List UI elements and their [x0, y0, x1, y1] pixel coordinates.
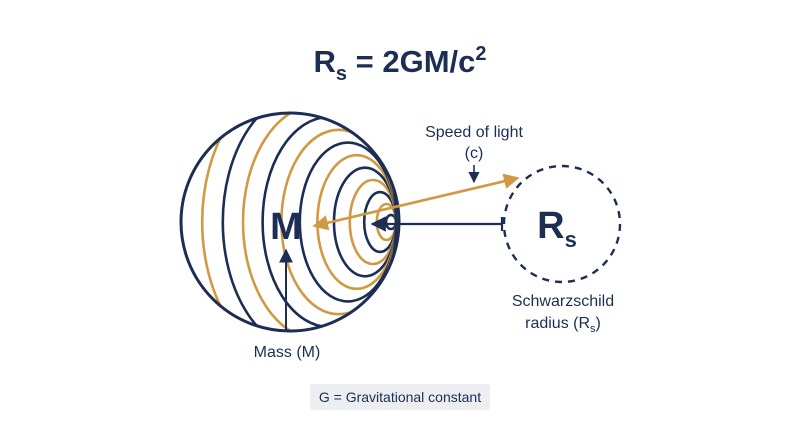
speed-of-light-label: Speed of light [425, 124, 523, 141]
formula-title: Rs = 2GM/c2 [314, 43, 487, 85]
legend-text: G = Gravitational constant [319, 389, 481, 405]
speed-of-light-arrow [312, 173, 520, 231]
mass-symbol: M [270, 206, 302, 248]
schwarzschild-symbol: Rs [537, 205, 577, 252]
schwarzschild-label: Schwarzschild [512, 293, 614, 310]
schwarzschild-circle [502, 164, 622, 284]
legend-box: G = Gravitational constant [310, 384, 490, 410]
mass-label: Mass (M) [254, 344, 321, 361]
speed-of-light-symbol: (c) [465, 145, 484, 162]
schwarzschild-radius-label: radius (Rs) [525, 315, 601, 335]
